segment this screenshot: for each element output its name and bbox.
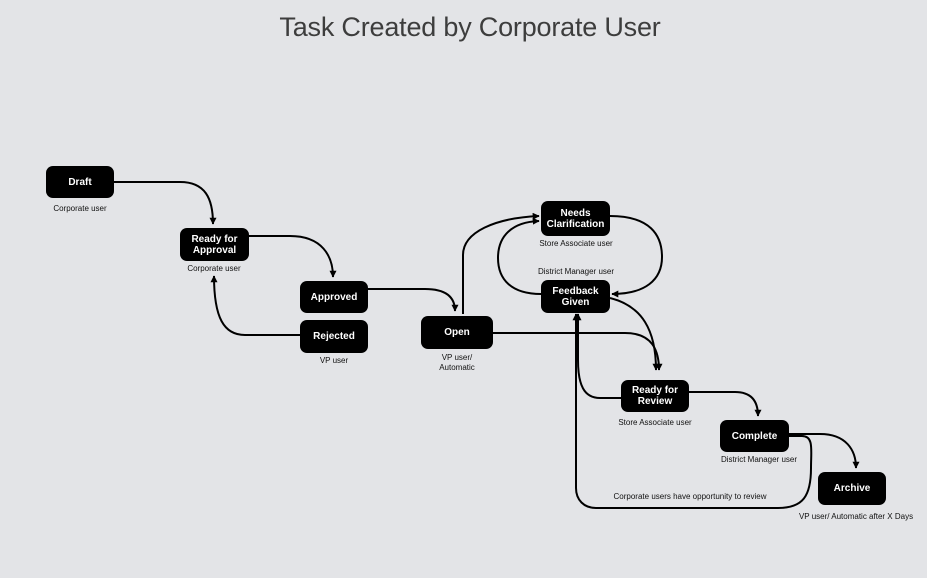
edge-open-to-needs-clarification (462, 212, 540, 314)
label-complete-actor: District Manager user (720, 455, 798, 464)
edge-draft-to-ready-for-approval (114, 181, 217, 225)
edge-ready-for-review-to-feedback-given (574, 313, 621, 399)
edge-feedback-given-to-ready-for-review (609, 297, 660, 371)
label-feedback-given-actor: District Manager user (537, 267, 615, 276)
node-open: Open (421, 316, 493, 349)
edge-ready-for-review-to-complete (689, 391, 762, 417)
edge-ready-for-approval-to-approved (248, 235, 337, 278)
label-open-actor: VP user/ Automatic (439, 353, 475, 372)
node-feedback-given: Feedback Given (541, 280, 610, 313)
node-ready-for-review: Ready for Review (621, 380, 689, 412)
node-ready-for-approval: Ready for Approval (180, 228, 249, 261)
edge-complete-to-archive (789, 433, 860, 469)
node-draft: Draft (46, 166, 114, 198)
edge-needs-clarification-to-feedback-given (609, 215, 664, 298)
label-needs-clarification-actor: Store Associate user (539, 239, 613, 248)
edge-rejected-to-ready-for-approval (210, 275, 300, 336)
node-needs-clarification: Needs Clarification (541, 201, 610, 236)
label-rejected-actor: VP user (319, 356, 349, 365)
label-archive-actor: VP user/ Automatic after X Days (798, 512, 914, 521)
edge-feedback-given-to-needs-clarification (496, 217, 542, 295)
label-ready-for-approval-actor: Corporate user (187, 264, 241, 273)
node-complete: Complete (720, 420, 789, 452)
label-review-loop-note: Corporate users have opportunity to revi… (613, 492, 767, 501)
edge-complete-review-loop (572, 313, 813, 509)
edge-approved-to-open (368, 288, 459, 312)
node-archive: Archive (818, 472, 886, 505)
label-draft-actor: Corporate user (53, 204, 107, 213)
diagram-title: Task Created by Corporate User (279, 12, 661, 42)
label-ready-for-review-actor: Store Associate user (618, 418, 692, 427)
edge-open-to-ready-for-review (493, 332, 663, 371)
node-rejected: Rejected (300, 320, 368, 353)
node-approved: Approved (300, 281, 368, 313)
